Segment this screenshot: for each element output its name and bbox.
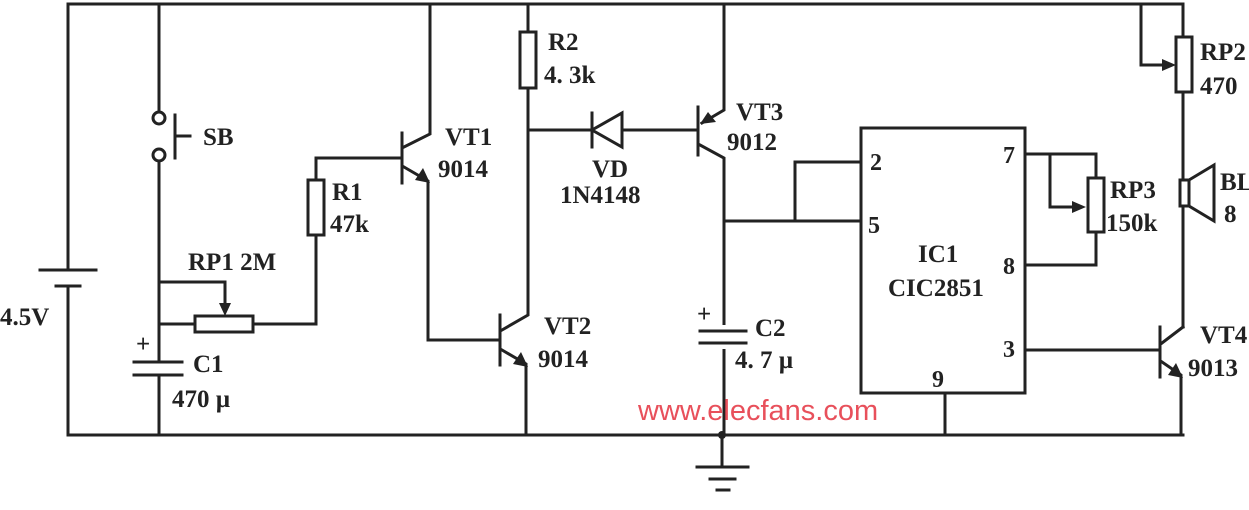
transistor-vt2 <box>498 86 530 437</box>
vd-value: 1N4148 <box>560 182 641 209</box>
vt4-name: VT4 <box>1200 322 1248 349</box>
bl-value: 8 <box>1224 201 1237 228</box>
transistor-vt3 <box>696 2 726 437</box>
transistor-vt1 <box>400 2 502 342</box>
resistor-r1 <box>306 156 404 237</box>
r1-name: R1 <box>332 179 363 206</box>
vt4-value: 9013 <box>1188 355 1238 382</box>
vd-name: VD <box>592 156 628 183</box>
vt2-name: VT2 <box>544 313 591 340</box>
capacitor-c2 <box>698 325 748 349</box>
potentiometer-rp2 <box>1139 2 1194 182</box>
resistor-r2 <box>518 2 538 90</box>
rp3-name: RP3 <box>1110 177 1156 204</box>
vt1-value: 9014 <box>438 156 489 183</box>
rp1-label: RP1 2M <box>188 249 276 276</box>
ic1-pin-9: 9 <box>932 367 944 393</box>
r2-value: 4. 3k <box>544 62 596 89</box>
vt3-name: VT3 <box>736 99 783 126</box>
battery-label: 4.5V <box>0 304 49 331</box>
ic1-pin-5: 5 <box>868 213 880 239</box>
capacitor-c1 <box>132 360 184 437</box>
rp2-value: 470 <box>1200 73 1238 100</box>
c1-name: C1 <box>193 351 224 378</box>
vt3-value: 9012 <box>727 129 777 156</box>
bl-name: BL <box>1220 169 1249 196</box>
watermark: www.elecfans.com <box>637 395 878 427</box>
potentiometer-rp3 <box>1023 152 1106 267</box>
ic1-pin-3: 3 <box>1003 337 1015 363</box>
c2-value: 4. 7 µ <box>735 347 793 374</box>
transistor-vt4 <box>1023 324 1186 437</box>
vt1-name: VT1 <box>445 124 492 151</box>
ic1-pin-7: 7 <box>1003 143 1015 169</box>
switch-label: SB <box>203 124 234 151</box>
ic1-value: CIC2851 <box>888 275 984 302</box>
ic1-pin-8: 8 <box>1003 254 1015 280</box>
c2-name: C2 <box>755 315 786 342</box>
rp2-name: RP2 <box>1200 39 1246 66</box>
vt2-value: 9014 <box>538 346 589 373</box>
speaker-bl <box>1178 162 1216 329</box>
c2-polarity: + <box>697 301 711 328</box>
c1-polarity: + <box>136 331 150 358</box>
ic1-pin-2: 2 <box>870 150 882 176</box>
r2-name: R2 <box>548 29 579 56</box>
c1-value: 470 µ <box>172 386 230 413</box>
ic1-name: IC1 <box>918 241 958 268</box>
rp3-value: 150k <box>1106 210 1158 237</box>
r1-value: 47k <box>330 211 369 238</box>
potentiometer-rp1 <box>157 233 318 334</box>
push-switch-sb <box>151 2 192 364</box>
ic1-chip <box>722 126 1027 437</box>
diode-vd <box>526 110 700 150</box>
battery <box>38 2 98 437</box>
ground-symbol <box>695 431 750 492</box>
